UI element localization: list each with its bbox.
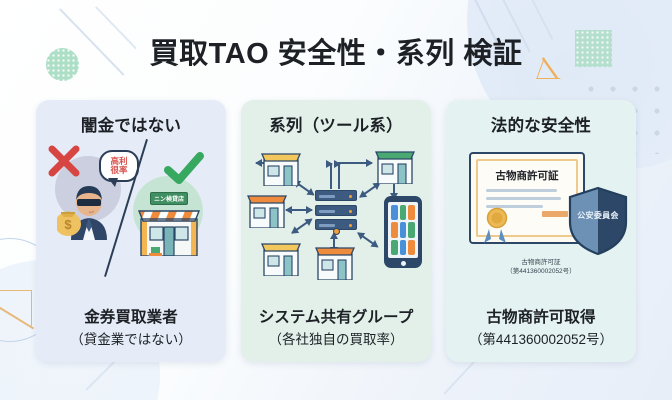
x-icon	[48, 145, 80, 177]
certificate-caption-line-2: （第441360002052号）	[506, 268, 576, 276]
certificate-signature-block	[542, 211, 568, 217]
certificate-document: 古物商許可証	[469, 152, 585, 244]
certificate-title: 古物商許可証	[495, 170, 559, 182]
certificate-text-line	[486, 205, 544, 208]
antique-dealer-license-certificate: 古物商許可証	[451, 140, 631, 275]
card-yamikin[interactable]: 闇金ではない $	[36, 100, 226, 362]
certificate-caption: 古物商許可証 （第441360002052号）	[451, 259, 631, 277]
arrow-diag-bottomright	[357, 232, 379, 248]
orange-outline-triangle-bottom-left	[0, 290, 32, 326]
network-hub-dot	[333, 228, 340, 235]
card-row: 闇金ではない $	[36, 100, 636, 362]
card-yamikin-foot-main: 金券買取業者	[84, 309, 178, 326]
svg-text:$: $	[64, 217, 72, 232]
bubble-line-2: 很率	[110, 165, 128, 175]
card-legal-foot-sub: （第441360002052号）	[468, 332, 614, 347]
arrow-riser-left	[326, 160, 333, 189]
shop-icon-left	[247, 195, 287, 228]
loan-shark-vs-shop-illustration: $ 高利 很率	[41, 138, 221, 278]
shop-sign-label: ニン検貸店	[149, 192, 189, 205]
arrow-left	[285, 206, 313, 214]
high-interest-speech-bubble: 高利 很率	[99, 150, 139, 187]
card-legal-title: 法的な安全性	[490, 117, 592, 135]
certificate-text-line	[486, 189, 557, 192]
arrow-server-to-shop-topright	[338, 159, 373, 167]
card-keiretsu-foot-main: システム共有グループ	[258, 309, 414, 326]
arrow-diag-bottomleft	[291, 218, 313, 234]
card-keiretsu-footer: システム共有グループ （各社独自の買取率）	[241, 305, 431, 348]
server-stack-icon	[315, 190, 357, 230]
arrow-diag-topright	[359, 182, 381, 198]
police-shield-icon	[568, 186, 628, 256]
card-yamikin-foot-sub: （貸金業ではない）	[70, 332, 192, 347]
shop-icon-top-right	[375, 151, 415, 184]
card-keiretsu-foot-sub: （各社独自の買取率）	[268, 332, 404, 347]
card-keiretsu[interactable]: 系列（ツール系）	[241, 100, 431, 362]
legit-shop-illustration: ニン検貸店	[137, 192, 201, 256]
shop-icon-bottom-left	[261, 243, 301, 276]
card-keiretsu-title: 系列（ツール系）	[269, 117, 403, 135]
seal-ribbon	[484, 229, 506, 243]
gold-seal-icon	[486, 207, 508, 229]
loan-shark-figure: $	[57, 186, 107, 240]
arrow-riser-right	[334, 160, 341, 189]
card-yamikin-footer: 金券買取業者 （貸金業ではない）	[36, 305, 226, 348]
card-yamikin-title: 闇金ではない	[80, 117, 182, 135]
card-legal-foot-main: 古物商許可取得	[486, 309, 596, 326]
page-title: 買取TAO 安全性・系列 検証	[149, 38, 523, 70]
phone-home-button	[400, 261, 406, 266]
shared-system-network-diagram	[246, 140, 426, 280]
certificate-text-line	[486, 197, 562, 200]
bubble-line-1: 高利	[110, 156, 128, 167]
certificate-caption-line-1: 古物商許可証	[521, 259, 561, 267]
shop-icon-top-left	[261, 153, 301, 186]
smartphone-icon	[384, 196, 422, 268]
shop-icon-bottom-center	[315, 247, 355, 280]
certificate-inner-frame: 古物商許可証	[476, 159, 578, 243]
card-legal[interactable]: 法的な安全性 古物商許可証	[446, 100, 636, 362]
card-legal-footer: 古物商許可取得 （第441360002052号）	[446, 305, 636, 348]
phone-screen	[388, 202, 418, 258]
check-icon	[164, 152, 204, 184]
shield-label: 公安委員会	[577, 211, 619, 220]
